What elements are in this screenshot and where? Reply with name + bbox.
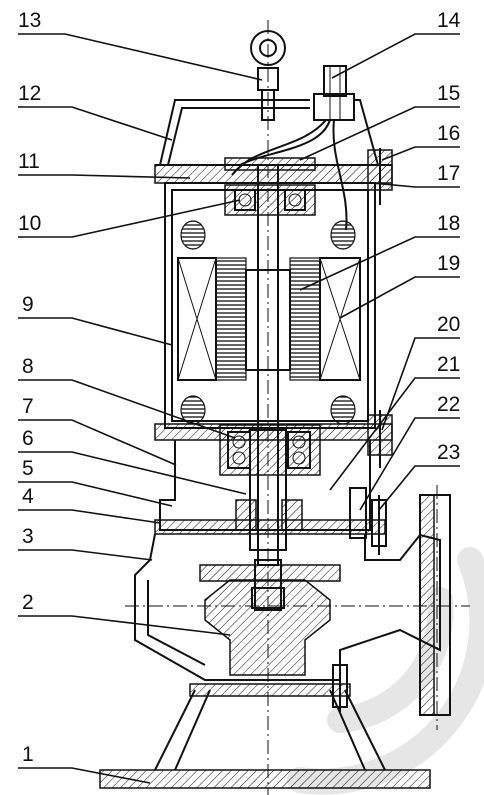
stator-coil-ends [180,220,356,425]
stator-right [289,257,361,381]
leader-lines [18,33,460,784]
callout-23: 23 [437,441,460,464]
callout-7: 7 [22,395,34,418]
stator-left [177,257,247,381]
callout-20: 20 [437,313,460,336]
callout-labels: 13 14 12 15 16 11 17 10 18 19 9 20 8 21 … [18,9,461,766]
callout-4: 4 [22,485,34,508]
callout-1: 1 [22,743,34,766]
pump-volute [134,494,451,716]
callout-18: 18 [437,212,460,235]
cable-gland [313,65,355,121]
callout-13: 13 [18,9,41,32]
callout-15: 15 [437,82,460,105]
lifting-eye [250,30,286,121]
motor-cables [231,119,348,231]
impeller [204,559,331,676]
lower-bearing [219,424,321,476]
callout-5: 5 [22,457,34,480]
callout-9: 9 [22,293,34,316]
callout-21: 21 [437,353,460,376]
callout-19: 19 [437,252,460,275]
callout-22: 22 [437,393,460,416]
base-stand [99,660,431,789]
callout-16: 16 [437,122,460,145]
callout-2: 2 [22,591,34,614]
callout-12: 12 [18,82,41,105]
callout-6: 6 [22,427,34,450]
callout-11: 11 [18,150,40,173]
callout-17: 17 [437,162,460,185]
watermark [287,547,484,795]
callout-10: 10 [18,212,41,235]
callout-3: 3 [22,525,34,548]
oil-chamber [154,440,387,555]
rotor [245,269,291,371]
callout-8: 8 [22,355,34,378]
callout-14: 14 [437,9,461,32]
